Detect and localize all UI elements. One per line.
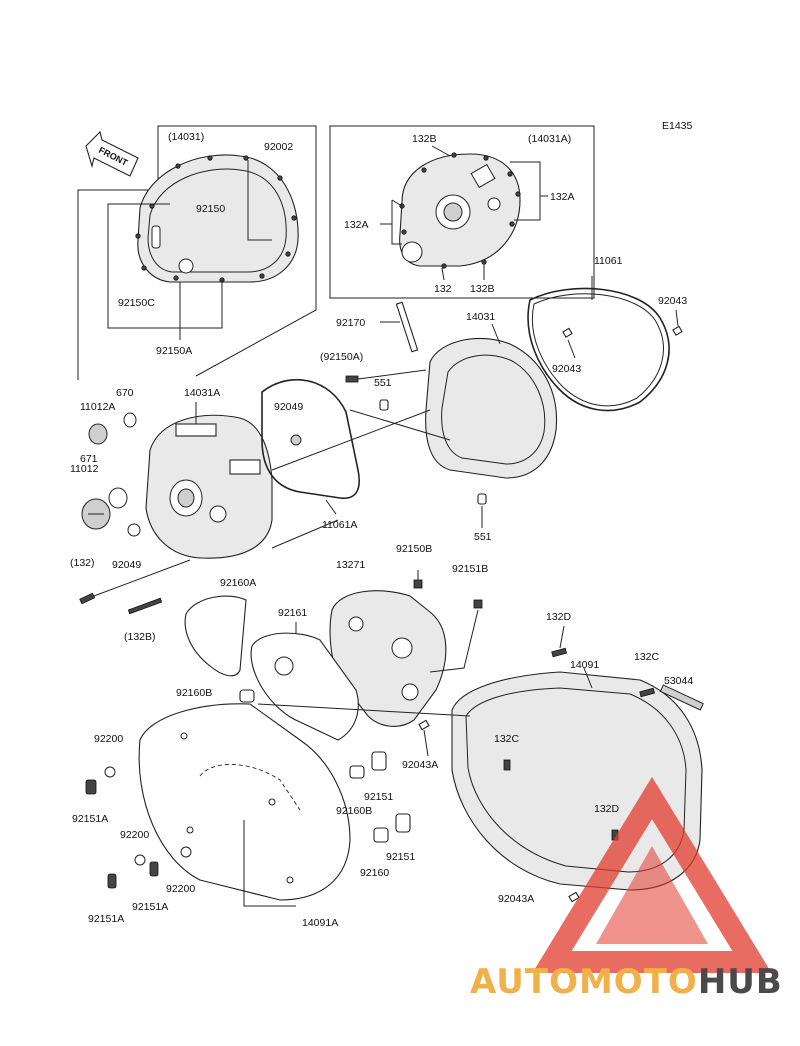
label-92049-top: 92049 bbox=[274, 401, 303, 413]
label-132B-paren: (132B) bbox=[124, 631, 156, 643]
watermark-text-part1: AUTOMOTO bbox=[470, 962, 698, 1002]
label-132-paren: (132) bbox=[70, 557, 95, 569]
label-671: 671 bbox=[80, 453, 98, 465]
label-92049-bottom: 92049 bbox=[112, 559, 141, 571]
label-53044: 53044 bbox=[664, 675, 693, 687]
inset-box-14031: (14031) 92002 92150 92150C 92150A bbox=[77, 125, 317, 380]
label-132A-left: 132A bbox=[344, 219, 369, 231]
label-92150A-paren: (92150A) bbox=[320, 351, 363, 363]
leader-lines bbox=[257, 409, 471, 717]
cover-14091A: 14091A bbox=[138, 703, 351, 929]
cover-14031A: 14031A bbox=[145, 387, 273, 559]
label-92043-right: 92043 bbox=[658, 295, 687, 307]
label-11061: 11061 bbox=[594, 255, 623, 267]
label-14091A: 14091A bbox=[302, 917, 338, 929]
fasteners-bottom: 92160B 92200 92151A 92160B 92151 92200 9… bbox=[72, 687, 415, 925]
label-92151-bottom: 92151 bbox=[386, 851, 415, 863]
label-132A-right: 132A bbox=[550, 191, 575, 203]
inset-box-14031A: 132B (14031A) 132A 132A 132 132B bbox=[329, 125, 595, 299]
label-92160: 92160 bbox=[360, 867, 389, 879]
label-92150B: 92150B bbox=[396, 543, 432, 555]
label-92043A-mid: 92043A bbox=[402, 759, 438, 771]
label-92002: 92002 bbox=[264, 141, 293, 153]
label-132C-mid: 132C bbox=[494, 733, 520, 745]
caps-left: 670 11012A 671 11012 92049 (132) (132B) bbox=[70, 387, 191, 643]
label-92200-top: 92200 bbox=[94, 733, 123, 745]
label-92151A-bottom: 92151A bbox=[88, 913, 124, 925]
label-92200-mid: 92200 bbox=[120, 829, 149, 841]
label-92151A-left: 92151A bbox=[72, 813, 108, 825]
cover-14031: 14031 bbox=[425, 311, 558, 479]
label-132D-top: 132D bbox=[546, 611, 572, 623]
plate-13271: 13271 92150B 92151B bbox=[329, 543, 488, 727]
label-92043A-bottom: 92043A bbox=[498, 893, 534, 905]
plate-92160A: 92160A bbox=[184, 577, 256, 677]
label-551-bottom: 551 bbox=[474, 531, 492, 543]
label-92043-center: 92043 bbox=[552, 363, 581, 375]
label-670: 670 bbox=[116, 387, 134, 399]
watermark-text: AUTOMOTOHUB bbox=[470, 962, 783, 1002]
watermark-text-part2: HUB bbox=[697, 962, 783, 1002]
label-92150C: 92150C bbox=[118, 297, 155, 309]
label-132B-bottom: 132B bbox=[470, 283, 495, 295]
watermark-logo bbox=[532, 776, 772, 973]
label-132B-top: 132B bbox=[412, 133, 437, 145]
label-92160B-top: 92160B bbox=[176, 687, 212, 699]
label-box1-title: (14031) bbox=[168, 131, 204, 143]
label-92151B: 92151B bbox=[452, 563, 488, 575]
label-13271: 13271 bbox=[336, 559, 365, 571]
label-92200-bottom: 92200 bbox=[166, 883, 195, 895]
label-92151A-mid: 92151A bbox=[132, 901, 168, 913]
label-14091: 14091 bbox=[570, 659, 599, 671]
label-132D-bottom: 132D bbox=[594, 803, 620, 815]
label-92160B-bottom: 92160B bbox=[336, 805, 372, 817]
plate-92161: 92161 bbox=[250, 607, 359, 741]
diagram-code: E1435 bbox=[662, 120, 693, 132]
label-14031A: 14031A bbox=[184, 387, 220, 399]
label-92170: 92170 bbox=[336, 317, 365, 329]
label-92151-top: 92151 bbox=[364, 791, 393, 803]
label-132C-top: 132C bbox=[634, 651, 660, 663]
label-14031: 14031 bbox=[466, 311, 495, 323]
front-arrow: FRONT bbox=[85, 130, 139, 177]
label-11061A: 11061A bbox=[322, 519, 357, 531]
label-92161: 92161 bbox=[278, 607, 307, 619]
label-132: 132 bbox=[434, 283, 452, 295]
label-92160A: 92160A bbox=[220, 577, 256, 589]
label-92150: 92150 bbox=[196, 203, 225, 215]
label-92150A: 92150A bbox=[156, 345, 192, 357]
gasket-11061: 11061 92043 92043 bbox=[527, 255, 687, 412]
label-box2-title: (14031A) bbox=[528, 133, 571, 145]
label-11012: 11012 bbox=[70, 463, 99, 475]
rod-92170: 92170 (92150A) 551 551 bbox=[320, 301, 492, 543]
label-551-top: 551 bbox=[374, 377, 392, 389]
label-11012A: 11012A bbox=[80, 401, 115, 413]
gasket-11061A: 92049 11061A bbox=[261, 378, 360, 531]
